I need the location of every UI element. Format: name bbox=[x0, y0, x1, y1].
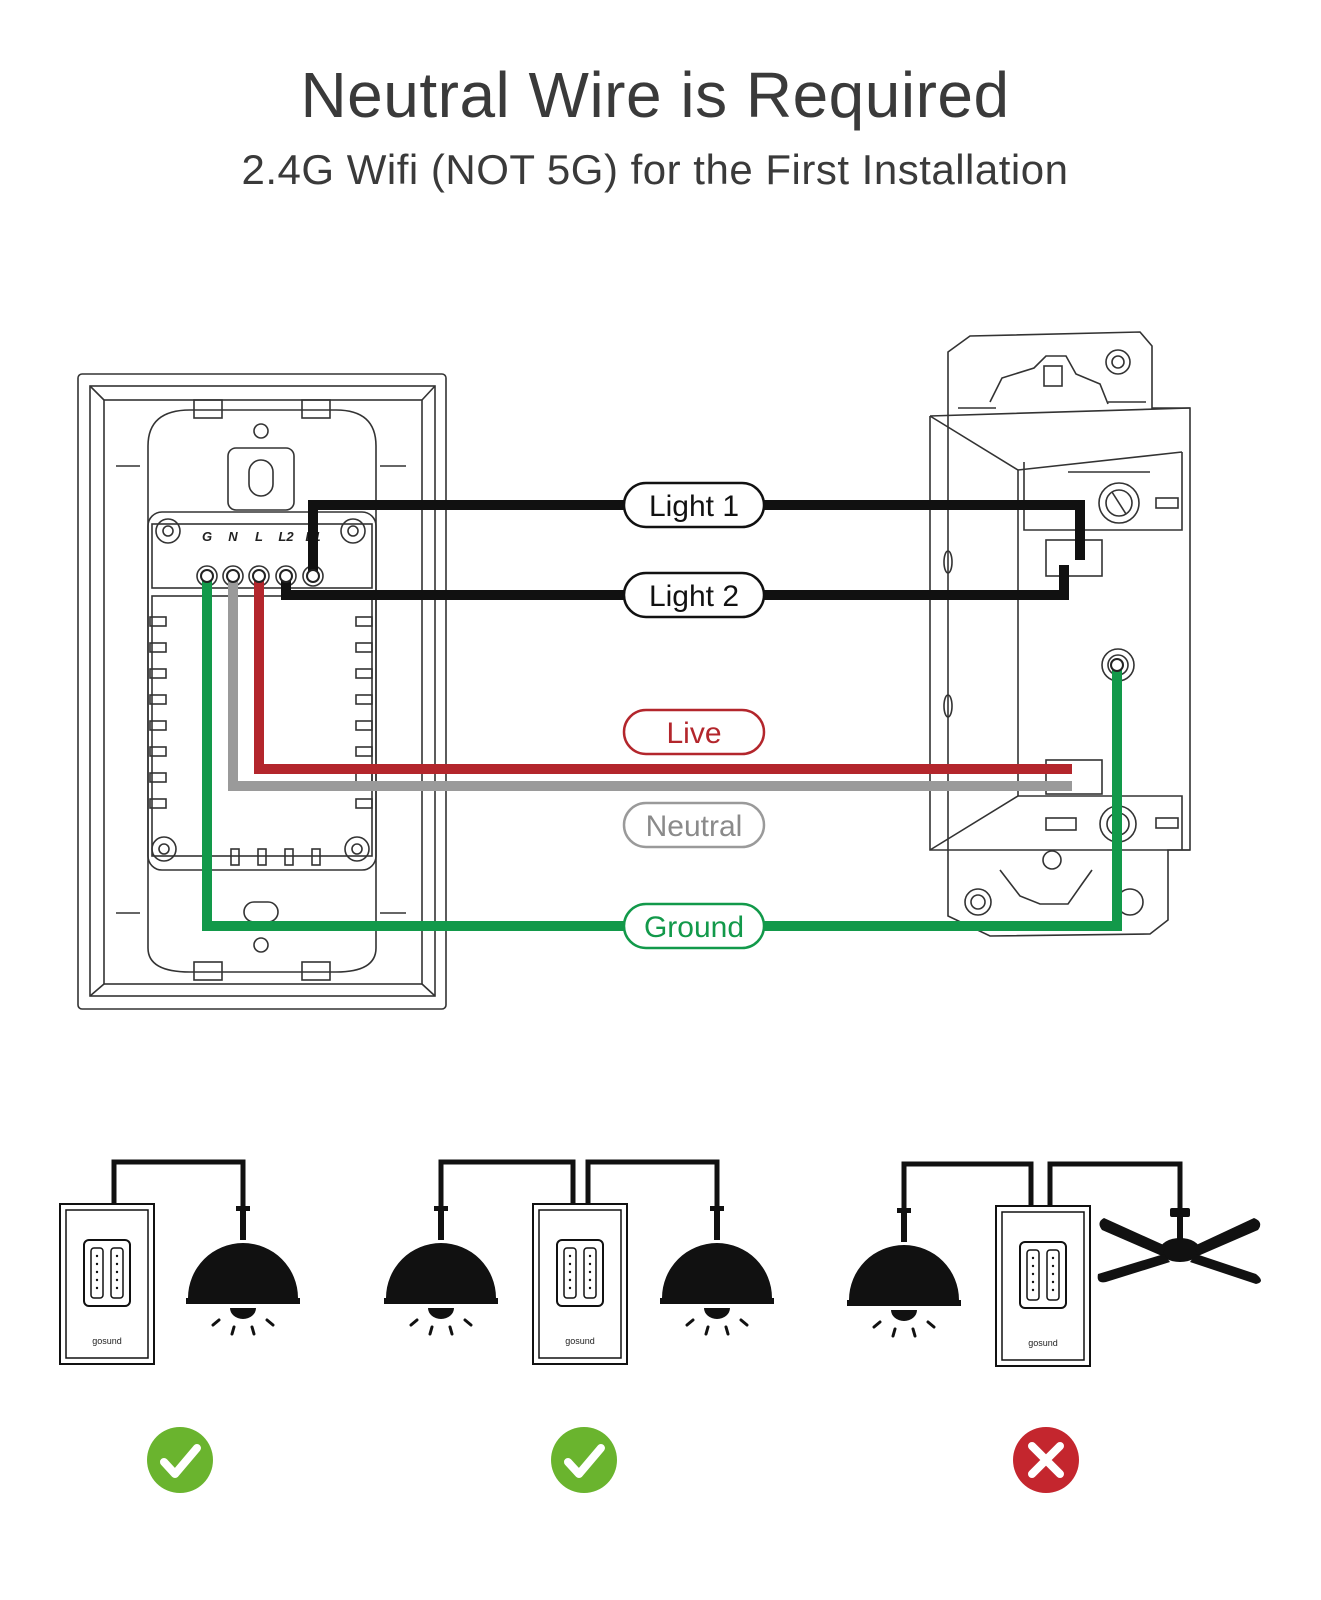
svg-text:gosund: gosund bbox=[92, 1336, 122, 1346]
page-subtitle: 2.4G Wifi (NOT 5G) for the First Install… bbox=[241, 146, 1069, 193]
svg-text:Light 1: Light 1 bbox=[649, 490, 739, 523]
scenario-two-lights: gosund bbox=[382, 1159, 776, 1493]
wall-box bbox=[929, 331, 1191, 937]
smart-switch-back bbox=[77, 373, 447, 1010]
svg-text:Ground: Ground bbox=[644, 911, 744, 944]
svg-text:gosund: gosund bbox=[1028, 1338, 1058, 1348]
light-icon bbox=[382, 1204, 500, 1336]
terminal-label: G bbox=[202, 529, 212, 544]
scenario-light-and-fan: gosund bbox=[845, 1161, 1261, 1493]
svg-text:Neutral: Neutral bbox=[646, 810, 743, 843]
mini-switch-icon: gosund bbox=[995, 1205, 1091, 1367]
mini-switch-icon: gosund bbox=[532, 1203, 628, 1365]
terminal-labels: G N L L2 L1 bbox=[202, 529, 321, 544]
terminal-label: N bbox=[228, 529, 238, 544]
check-circle-icon bbox=[147, 1427, 213, 1493]
wire-neutral bbox=[228, 576, 1072, 791]
x-circle-icon bbox=[1013, 1427, 1079, 1493]
light-icon bbox=[658, 1204, 776, 1336]
page-title: Neutral Wire is Required bbox=[300, 59, 1010, 131]
light-icon bbox=[845, 1206, 963, 1338]
wire-live bbox=[254, 576, 1072, 774]
check-circle-icon bbox=[551, 1427, 617, 1493]
terminal-label: L bbox=[255, 529, 263, 544]
ceiling-fan-icon bbox=[1097, 1208, 1261, 1284]
svg-text:Light 2: Light 2 bbox=[649, 580, 739, 613]
wire-label-light-2: Light 2 bbox=[622, 571, 766, 619]
wire-label-light-1: Light 1 bbox=[622, 481, 766, 529]
scenario-single-light: gosund bbox=[59, 1159, 302, 1493]
terminal-label: L2 bbox=[278, 529, 294, 544]
wire-label-neutral: Neutral bbox=[622, 801, 766, 849]
wire-label-live: Live bbox=[622, 708, 766, 756]
light-icon bbox=[184, 1204, 302, 1336]
svg-text:gosund: gosund bbox=[565, 1336, 595, 1346]
wire-label-ground: Ground bbox=[622, 902, 766, 950]
svg-text:Live: Live bbox=[666, 717, 721, 750]
mini-switch-icon: gosund bbox=[59, 1203, 155, 1365]
